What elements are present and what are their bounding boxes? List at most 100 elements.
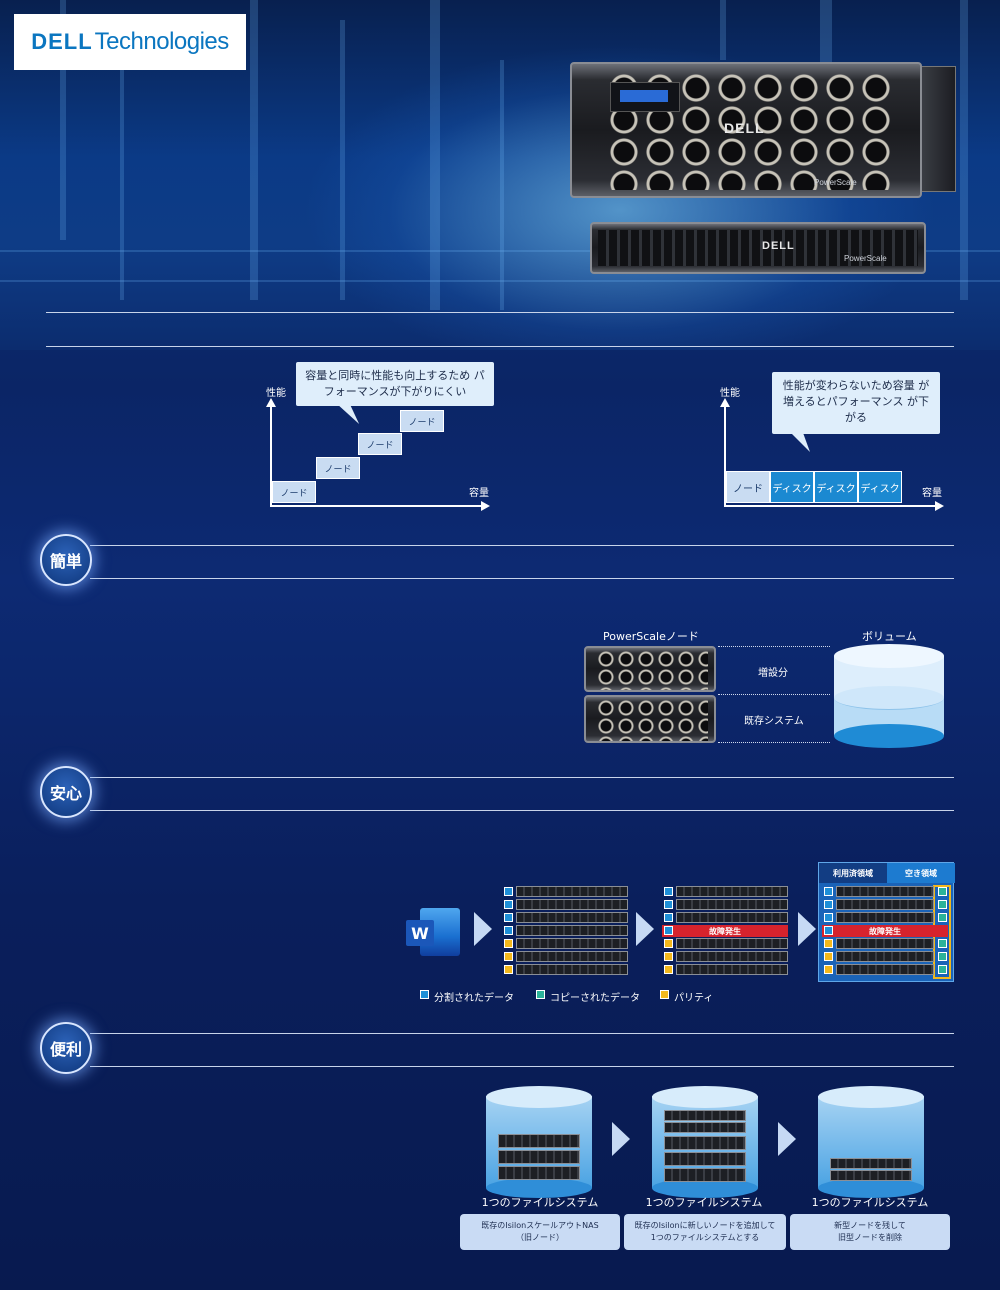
dotted-line-3 <box>718 742 830 743</box>
dotted-line-1 <box>718 646 830 647</box>
server-1u-dell-label: DELL <box>762 240 795 252</box>
block-square <box>504 952 513 961</box>
block-square <box>664 926 673 935</box>
server-node <box>836 938 934 949</box>
powerscale-4u-server-image: DELL PowerScale <box>570 62 922 198</box>
chart1-x-arrow <box>481 501 490 511</box>
traditional-chart: 性能 容量 ノード ディスク ディスク ディスク 性能が変わらないため容量 が増… <box>0 0 1000 520</box>
filesystem-cylinder-2 <box>652 1086 758 1198</box>
block-square <box>664 952 673 961</box>
chart1-y-axis <box>270 406 272 506</box>
chart2-x-label: 容量 <box>922 488 942 499</box>
block-square <box>504 913 513 922</box>
block-square <box>664 965 673 974</box>
block-square <box>824 900 833 909</box>
server-node <box>836 951 934 962</box>
hero-banner: DELL PowerScale DELL PowerScale <box>0 0 1000 350</box>
added-label: 増設分 <box>758 668 788 679</box>
filesystem-cylinder-1 <box>486 1086 592 1198</box>
chart1-y-label: 性能 <box>266 388 286 399</box>
block-square <box>504 900 513 909</box>
server-node <box>836 899 934 910</box>
server-stack-normal <box>502 886 628 978</box>
server-1u-product-label: PowerScale <box>844 254 887 263</box>
server-node <box>836 886 934 897</box>
chart2-y-arrow <box>720 398 730 407</box>
chart1-node-2: ノード <box>316 457 360 479</box>
failure-bar: 故障発生 <box>662 925 788 937</box>
description-box-3: 新型ノードを残して 旧型ノードを削除 <box>790 1214 950 1250</box>
server-node <box>676 938 788 949</box>
section1-bottom-rule <box>90 578 954 579</box>
section2-top-rule <box>90 777 954 778</box>
block-square <box>824 926 833 935</box>
chevron-right-icon <box>612 1122 630 1156</box>
section-badge-safe: 安心 <box>40 766 92 818</box>
chart1-node-1: ノード <box>272 481 316 503</box>
legend-data-swatch <box>420 990 429 999</box>
block-square <box>824 952 833 961</box>
dotted-line-2 <box>718 694 830 695</box>
section-badge-simple: 簡単 <box>40 534 92 586</box>
chart1-bubble: 容量と同時に性能も向上するため パフォーマンスが下がりにくい <box>296 362 494 406</box>
block-square <box>824 939 833 948</box>
server-node <box>836 912 934 923</box>
logo-technologies-text: Technologies <box>94 28 230 55</box>
copy-square <box>938 900 947 909</box>
description-box-2: 既存のIsilonに新しいノードを追加して 1つのファイルシステムとする <box>624 1214 786 1250</box>
chevron-right-icon <box>474 912 492 946</box>
block-square <box>824 965 833 974</box>
chart2-x-arrow <box>935 501 944 511</box>
block-square <box>504 887 513 896</box>
legend-parity-swatch <box>660 990 669 999</box>
existing-label: 既存システム <box>744 716 804 727</box>
server-stack-failure: 故障発生 <box>662 886 788 978</box>
logo-dell-text: DELL <box>31 29 93 54</box>
server-node <box>516 925 628 936</box>
section1-top-rule <box>90 545 954 546</box>
chart1-node-3: ノード <box>358 433 402 455</box>
chart2-disk-2: ディスク <box>814 471 858 503</box>
server-product-label: PowerScale <box>814 178 857 187</box>
block-square <box>664 913 673 922</box>
server-node <box>676 951 788 962</box>
block-square <box>664 887 673 896</box>
failure-bar: 故障発生 <box>822 925 948 937</box>
chart2-y-label: 性能 <box>720 388 740 399</box>
used-area-label: 利用済領域 <box>819 863 887 883</box>
chevron-right-icon <box>778 1122 796 1156</box>
section2-bottom-rule <box>90 810 954 811</box>
volume-title: ボリューム <box>862 630 917 643</box>
free-area-label: 空き領域 <box>887 863 955 883</box>
server-node <box>676 899 788 910</box>
filesystem-label-2: 1つのファイルシステム <box>645 1196 763 1209</box>
chart1-x-axis <box>270 505 482 507</box>
chart1-node-4: ノード <box>400 410 444 432</box>
copy-square <box>938 913 947 922</box>
dell-technologies-logo: DELL Technologies <box>14 14 246 70</box>
block-square <box>504 939 513 948</box>
section3-bottom-rule <box>90 1066 954 1067</box>
filesystem-label-3: 1つのファイルシステム <box>811 1196 929 1209</box>
block-square <box>824 887 833 896</box>
volume-cylinder <box>834 644 944 748</box>
powerscale-1u-server-image: DELL PowerScale <box>590 222 926 274</box>
block-square <box>504 965 513 974</box>
server-node <box>836 964 934 975</box>
chart2-x-axis <box>724 505 936 507</box>
filesystem-cylinder-3 <box>818 1086 924 1198</box>
chevron-right-icon <box>636 912 654 946</box>
chevron-right-icon <box>798 912 816 946</box>
section-badge-convenient: 便利 <box>40 1022 92 1074</box>
section3-top-rule <box>90 1033 954 1034</box>
node-added-image <box>584 646 716 692</box>
server-node <box>516 912 628 923</box>
chart2-y-axis <box>724 406 726 506</box>
server-dell-label: DELL <box>724 120 765 136</box>
chart1-x-label: 容量 <box>469 488 489 499</box>
server-node <box>516 951 628 962</box>
server-node <box>516 964 628 975</box>
server-node <box>516 886 628 897</box>
filesystem-label-1: 1つのファイルシステム <box>481 1196 599 1209</box>
